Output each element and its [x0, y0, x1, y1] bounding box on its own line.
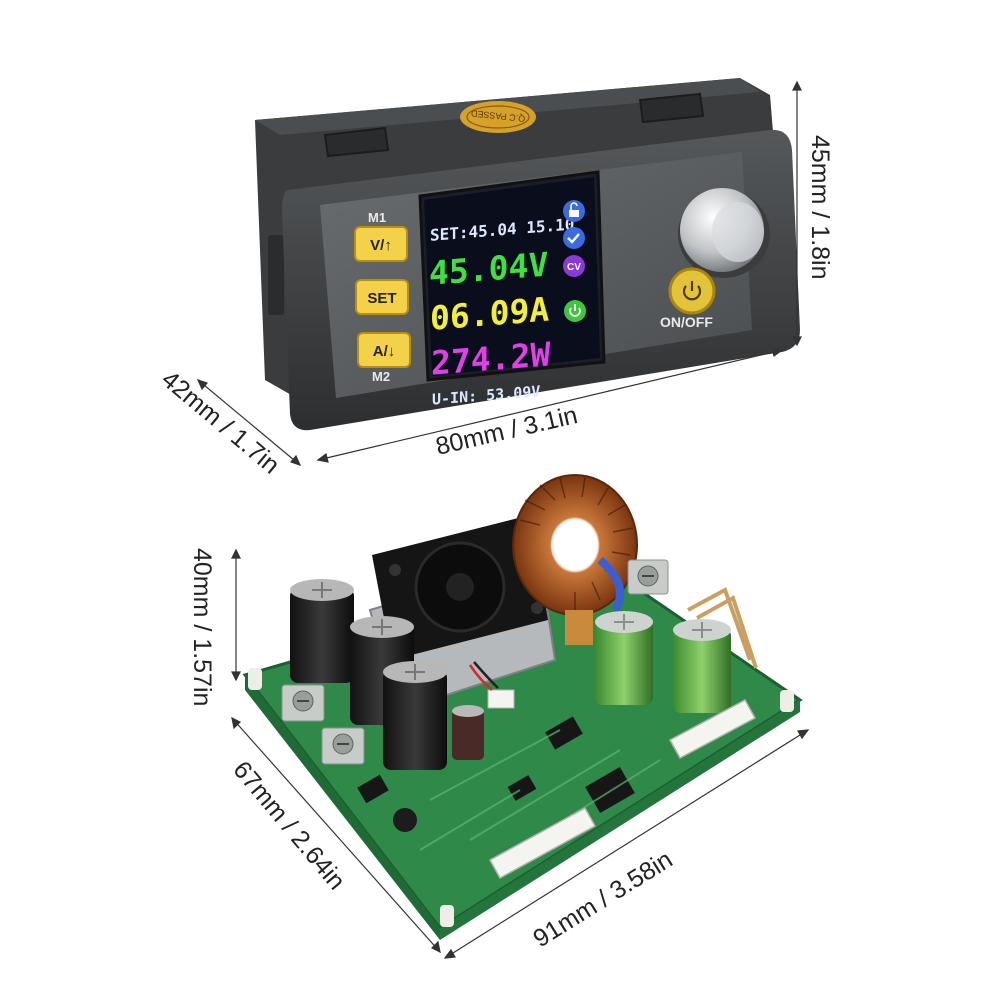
side-tab	[268, 235, 284, 315]
set-button[interactable]: SET	[355, 279, 409, 315]
cooling-fan	[372, 515, 548, 660]
display-module: Q.C PASSED M1 M2 V/↑ SET A/↓ SET:45.04 1…	[255, 78, 800, 431]
pcb-edge	[245, 675, 440, 940]
current-shunt	[687, 587, 758, 669]
main-chip	[585, 767, 635, 813]
fan-connector	[468, 661, 515, 709]
power-icon	[682, 281, 702, 301]
board-height-label: 40mm / 1.57in	[188, 548, 216, 706]
top-clip-left	[323, 126, 390, 158]
check-icon	[563, 227, 585, 249]
lcd-power: 274.2W	[431, 334, 550, 382]
driver-chip	[545, 716, 583, 750]
cv-mode-badge: CV	[563, 255, 585, 277]
top-clip-right	[638, 92, 705, 124]
capacitor-1	[290, 579, 354, 683]
ribbon-connector-1	[488, 806, 597, 880]
pcb-board	[242, 474, 803, 940]
m2-label: M2	[372, 369, 390, 384]
dimension-lines	[196, 80, 810, 959]
lock-icon	[563, 200, 585, 222]
rotary-encoder-knob[interactable]	[678, 188, 770, 278]
toroid-inductor	[512, 474, 638, 645]
module-depth-label: 42mm / 1.7in	[156, 365, 285, 479]
voltage-up-button[interactable]: V/↑	[354, 226, 408, 262]
power-button-label: ON/OFF	[660, 314, 713, 330]
green-capacitor-2	[673, 619, 731, 713]
current-down-button[interactable]: A/↓	[357, 332, 411, 368]
capacitor-small	[452, 705, 484, 760]
output-terminal-1	[627, 559, 669, 595]
current-down-button-label: A/↓	[373, 343, 396, 360]
green-capacitor-1	[595, 611, 653, 705]
inductor-small	[393, 808, 417, 832]
input-terminal-1	[281, 684, 325, 722]
input-terminal-2	[321, 727, 365, 765]
capacitor-3	[383, 661, 447, 770]
set-button-label: SET	[367, 290, 396, 307]
module-height-label: 45mm / 1.8in	[806, 135, 834, 280]
cv-mode-text: CV	[567, 262, 581, 273]
qc-sticker: Q.C PASSED	[460, 101, 536, 133]
lcd-voltage: 45.04V	[429, 245, 548, 293]
module-width-label: 80mm / 3.1in	[433, 401, 580, 461]
ribbon-connector-2	[668, 698, 757, 760]
power-button[interactable]	[668, 267, 716, 315]
voltage-up-button-label: V/↑	[370, 237, 392, 254]
m1-label: M1	[368, 210, 386, 225]
power-status-icon	[564, 300, 586, 322]
lcd-current: 06.09A	[430, 290, 549, 338]
